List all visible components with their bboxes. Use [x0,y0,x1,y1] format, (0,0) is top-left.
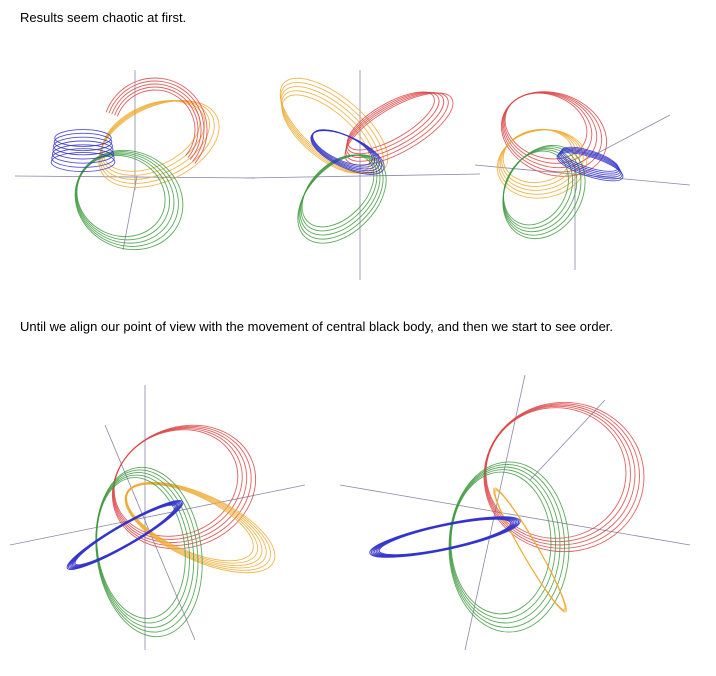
axis-line [339,484,691,546]
green-orbit-trace [298,154,384,240]
green-orbit-trace [301,154,375,228]
blue-orbit-trace [71,503,179,567]
red-orbit-trace [500,91,608,177]
red-orbit-trace [113,428,243,540]
green-orbit-trace [450,469,556,619]
blue-orbit-trace [74,504,176,566]
blue-orbit-trace [52,140,114,160]
blue-orbit-trace [54,129,112,147]
red-orbit-trace [108,80,205,162]
green-orbit-trace [300,154,378,232]
blue-orbit-trace [372,517,518,557]
red-orbit-trace [111,83,202,160]
red-orbit-trace [112,427,248,543]
axis-line [122,175,138,251]
green-orbit-trace [449,466,561,624]
red-orbit-trace [504,92,588,160]
blue-orbit-trace [53,136,113,156]
green-orbit-trace [448,461,570,633]
red-orbit-trace [113,429,239,537]
blue-orbit-trace [51,148,115,168]
axis-line [529,399,606,481]
axis-line [10,484,306,546]
red-orbit-trace [105,77,208,164]
red-orbit-trace [116,89,196,157]
blue-orbit-trace [374,517,516,557]
green-orbit-trace [76,154,166,238]
orange-orbit-trace [280,81,384,175]
orbit-plot-ordered-1 [10,385,306,650]
orbit-plot-ordered-2 [339,375,691,650]
red-orbit-trace [503,92,593,164]
orbit-plot-chaotic-3 [475,91,691,270]
blue-orbit-trace [51,144,115,164]
orbit-plot-chaotic-1 [15,70,255,251]
orange-orbit-trace [493,487,567,613]
green-orbit-trace [450,471,552,615]
blue-orbit-trace [73,503,177,567]
caption-order: Until we align our point of view with th… [20,319,614,334]
orbit-plot-chaotic-2 [245,70,480,280]
blue-orbit-trace [370,516,520,558]
orange-orbit-trace [124,481,276,574]
blue-orbit-trace [310,130,385,175]
orange-orbit-trace [496,129,588,199]
red-orbit-trace [344,92,454,166]
blue-orbit-trace [69,501,181,569]
blue-orbit-trace [53,132,113,152]
blue-orbit-trace [369,516,521,558]
red-orbit-trace [346,91,440,155]
red-orbit-trace [111,424,257,550]
blue-orbit-trace [50,152,116,172]
blue-orbit-trace [556,152,624,182]
red-orbit-trace [114,86,199,158]
caption-chaotic: Results seem chaotic at first. [20,10,187,25]
blue-orbit-trace [66,499,184,571]
orange-orbit-trace [100,100,210,180]
green-orbit-trace [74,149,184,251]
orange-orbit-trace [281,90,375,174]
red-orbit-trace [347,91,435,151]
orange-orbit-trace [493,488,567,612]
axis-line [245,173,480,179]
red-orbit-trace [345,92,445,158]
green-orbit-trace [299,154,381,236]
green-orbit-trace [449,464,565,628]
blue-orbit-trace [70,502,180,568]
